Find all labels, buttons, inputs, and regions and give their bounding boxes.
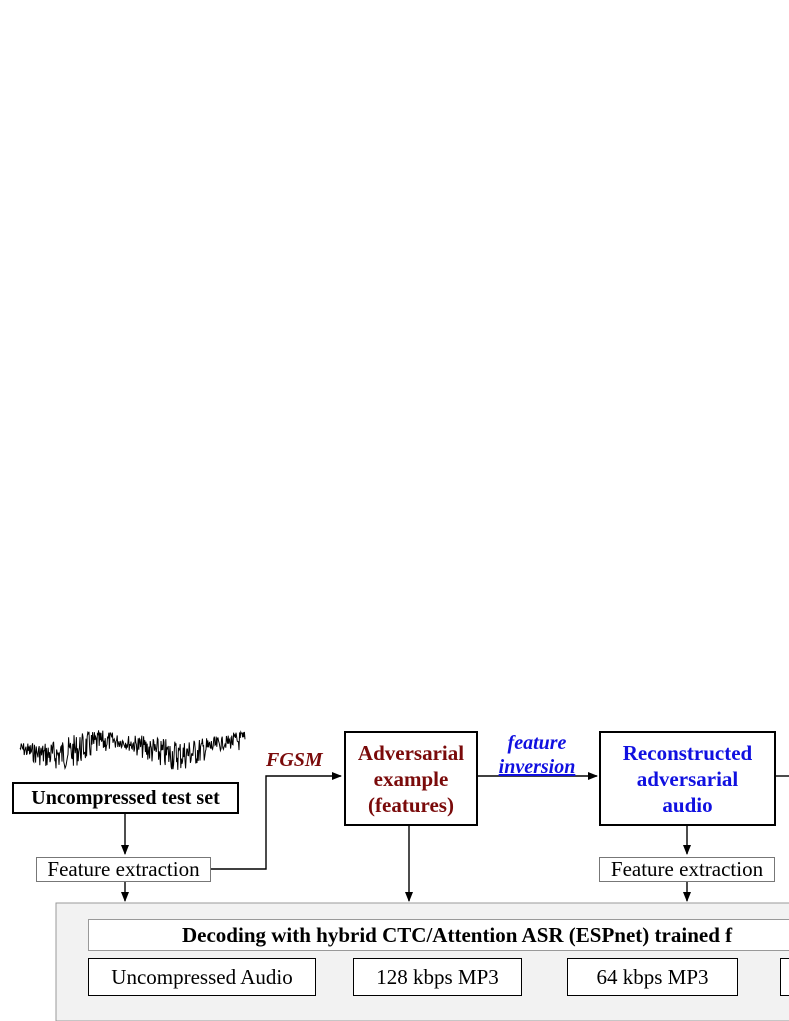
decoding-title: Decoding with hybrid CTC/Attention ASR (… (182, 922, 733, 947)
reconstructed-line3: audio (662, 792, 713, 817)
feature-extraction-right-label: Feature extraction (610, 857, 764, 881)
feature-extraction-right-box: Feature extraction (599, 857, 775, 882)
adversarial-example-line2: example (373, 766, 449, 791)
feature-extraction-left-box: Feature extraction (36, 857, 211, 882)
fgsm-label: FGSM (266, 749, 323, 771)
condition-128kbps-box: 128 kbps MP3 (353, 958, 522, 996)
feature-inversion-line1: feature (507, 732, 567, 754)
condition-cutoff-box (780, 958, 789, 996)
feature-inversion-label: feature inversion (492, 731, 582, 779)
reconstructed-line1: Reconstructed (622, 740, 753, 765)
test-set-box: Uncompressed test set (12, 782, 239, 814)
condition-64kbps-label: 64 kbps MP3 (596, 964, 709, 989)
decoding-title-box: Decoding with hybrid CTC/Attention ASR (… (88, 919, 789, 951)
reconstructed-line2: adversarial (636, 766, 739, 791)
condition-uncompressed-label: Uncompressed Audio (111, 964, 293, 989)
adversarial-example-line3: (features) (368, 792, 454, 817)
condition-uncompressed-box: Uncompressed Audio (88, 958, 316, 996)
condition-128kbps-label: 128 kbps MP3 (376, 964, 499, 989)
reconstructed-audio-box: Reconstructed adversarial audio (599, 731, 776, 826)
adversarial-example-box: Adversarial example (features) (344, 731, 478, 826)
feature-inversion-line2: inversion (498, 756, 576, 778)
condition-64kbps-box: 64 kbps MP3 (567, 958, 738, 996)
adversarial-example-line1: Adversarial (357, 740, 465, 765)
test-set-label: Uncompressed test set (31, 786, 220, 809)
arrow-fgsm (210, 772, 342, 870)
waveform-icon (19, 730, 246, 770)
feature-extraction-left-label: Feature extraction (47, 857, 200, 881)
